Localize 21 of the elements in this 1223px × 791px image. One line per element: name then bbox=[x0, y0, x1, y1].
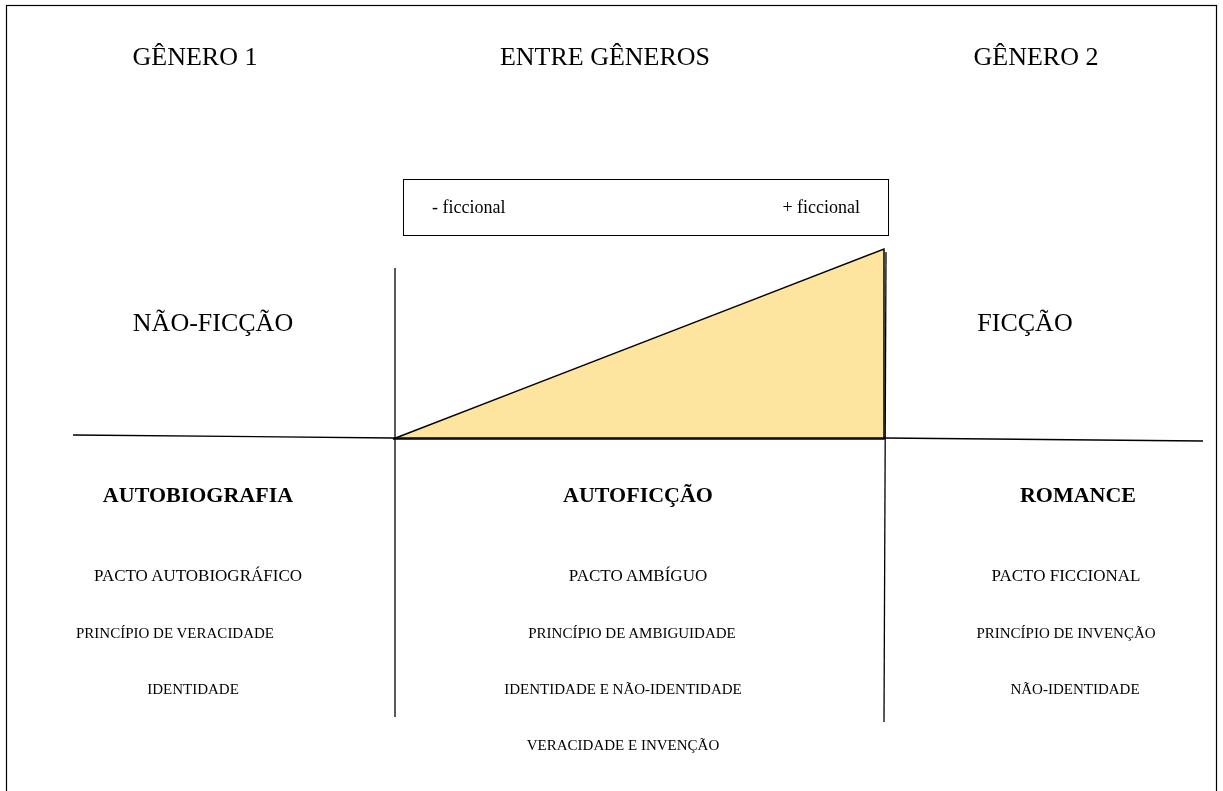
feature-label: PRINCÍPIO DE INVENÇÃO bbox=[976, 624, 1156, 642]
feature-label: PACTO AUTOBIOGRÁFICO bbox=[94, 566, 302, 586]
heading: GÊNERO 1 bbox=[132, 42, 258, 72]
feature-label: PACTO FICCIONAL bbox=[991, 566, 1141, 586]
feature-label: IDENTIDADE bbox=[147, 680, 239, 698]
category-label: FICÇÃO bbox=[977, 308, 1073, 338]
heading: GÊNERO 2 bbox=[973, 42, 1099, 72]
feature-label: VERACIDADE E INVENÇÃO bbox=[526, 736, 720, 754]
heading: ENTRE GÊNEROS bbox=[499, 42, 711, 72]
scale-label: + ficcional bbox=[782, 197, 860, 218]
scale-box bbox=[403, 179, 889, 236]
feature-label: IDENTIDADE E NÃO-IDENTIDADE bbox=[504, 680, 742, 698]
genre-title: AUTOFICÇÃO bbox=[563, 482, 713, 508]
feature-label: PRINCÍPIO DE VERACIDADE bbox=[75, 624, 275, 642]
genre-title: ROMANCE bbox=[1019, 482, 1137, 508]
feature-label: NÃO-IDENTIDADE bbox=[1010, 680, 1140, 698]
feature-label: PACTO AMBÍGUO bbox=[568, 566, 708, 586]
genre-title: AUTOBIOGRAFIA bbox=[102, 482, 294, 508]
feature-label: PRINCÍPIO DE AMBIGUIDADE bbox=[528, 624, 736, 642]
category-label: NÃO-FICÇÃO bbox=[132, 308, 294, 338]
scale-label: - ficcional bbox=[432, 197, 506, 218]
